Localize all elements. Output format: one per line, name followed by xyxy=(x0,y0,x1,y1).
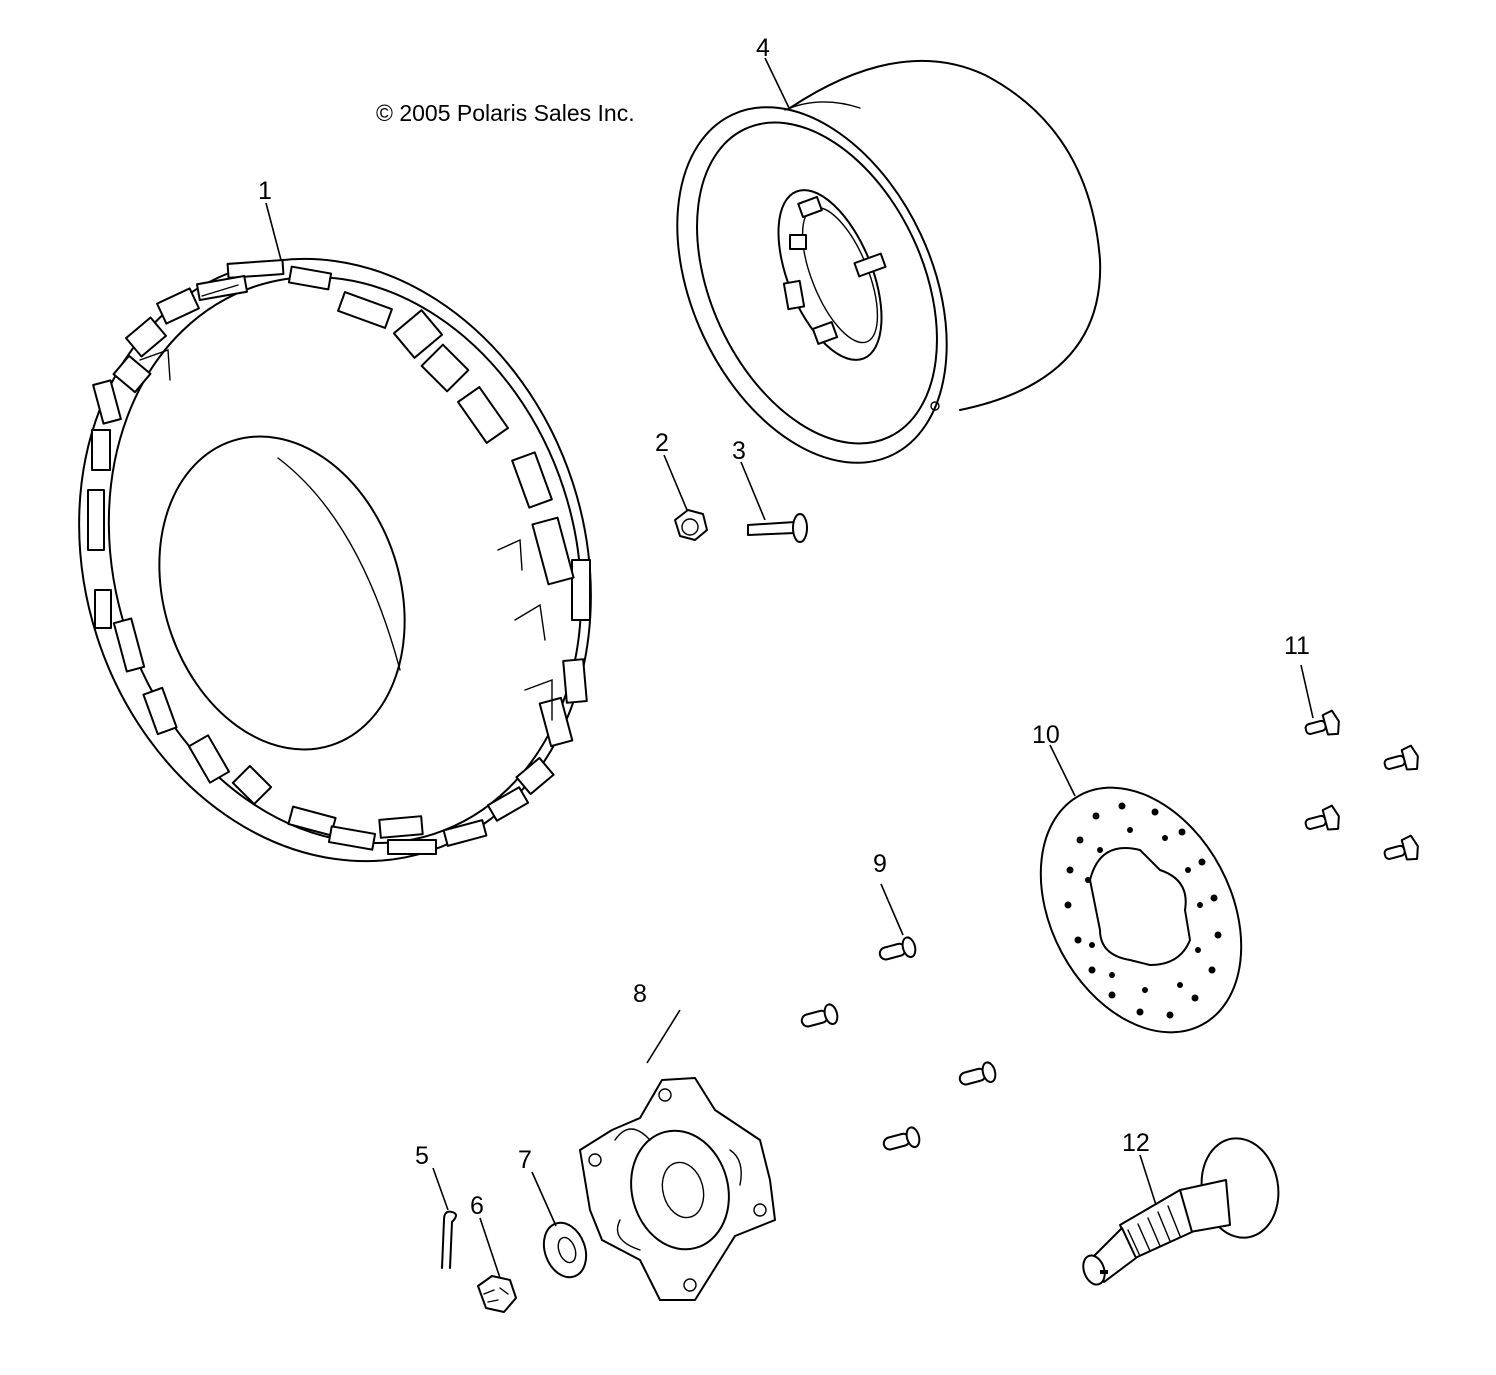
part-callouts: 1 2 3 4 5 6 7 8 9 10 11 12 xyxy=(258,34,1310,1220)
tire-drawing xyxy=(78,257,592,863)
bolts-drawing xyxy=(1304,709,1419,861)
cotter-pin-drawing xyxy=(441,1210,457,1269)
callout-1: 1 xyxy=(258,177,272,205)
callout-8: 8 xyxy=(633,980,647,1008)
wheel-rim-drawing xyxy=(676,59,1102,464)
axle-shaft-drawing xyxy=(1082,1137,1280,1286)
nut-drawing xyxy=(674,509,708,541)
callout-12: 12 xyxy=(1122,1129,1150,1157)
callout-6: 6 xyxy=(470,1192,484,1220)
leader-lines xyxy=(265,57,1314,1279)
callout-4: 4 xyxy=(756,34,770,62)
callout-3: 3 xyxy=(732,437,746,465)
valve-stem-drawing xyxy=(747,513,808,543)
callout-9: 9 xyxy=(873,850,887,878)
washer-drawing xyxy=(542,1221,588,1279)
copyright-text: © 2005 Polaris Sales Inc. xyxy=(376,100,635,126)
castle-nut-drawing xyxy=(477,1275,517,1313)
hub-drawing xyxy=(579,1077,776,1301)
callout-11: 11 xyxy=(1284,632,1310,660)
callout-5: 5 xyxy=(415,1142,429,1170)
brake-disc-drawing xyxy=(1039,786,1243,1034)
callout-7: 7 xyxy=(518,1146,532,1174)
callout-2: 2 xyxy=(655,429,669,457)
studs-drawing xyxy=(800,936,997,1151)
callout-10: 10 xyxy=(1032,721,1060,749)
